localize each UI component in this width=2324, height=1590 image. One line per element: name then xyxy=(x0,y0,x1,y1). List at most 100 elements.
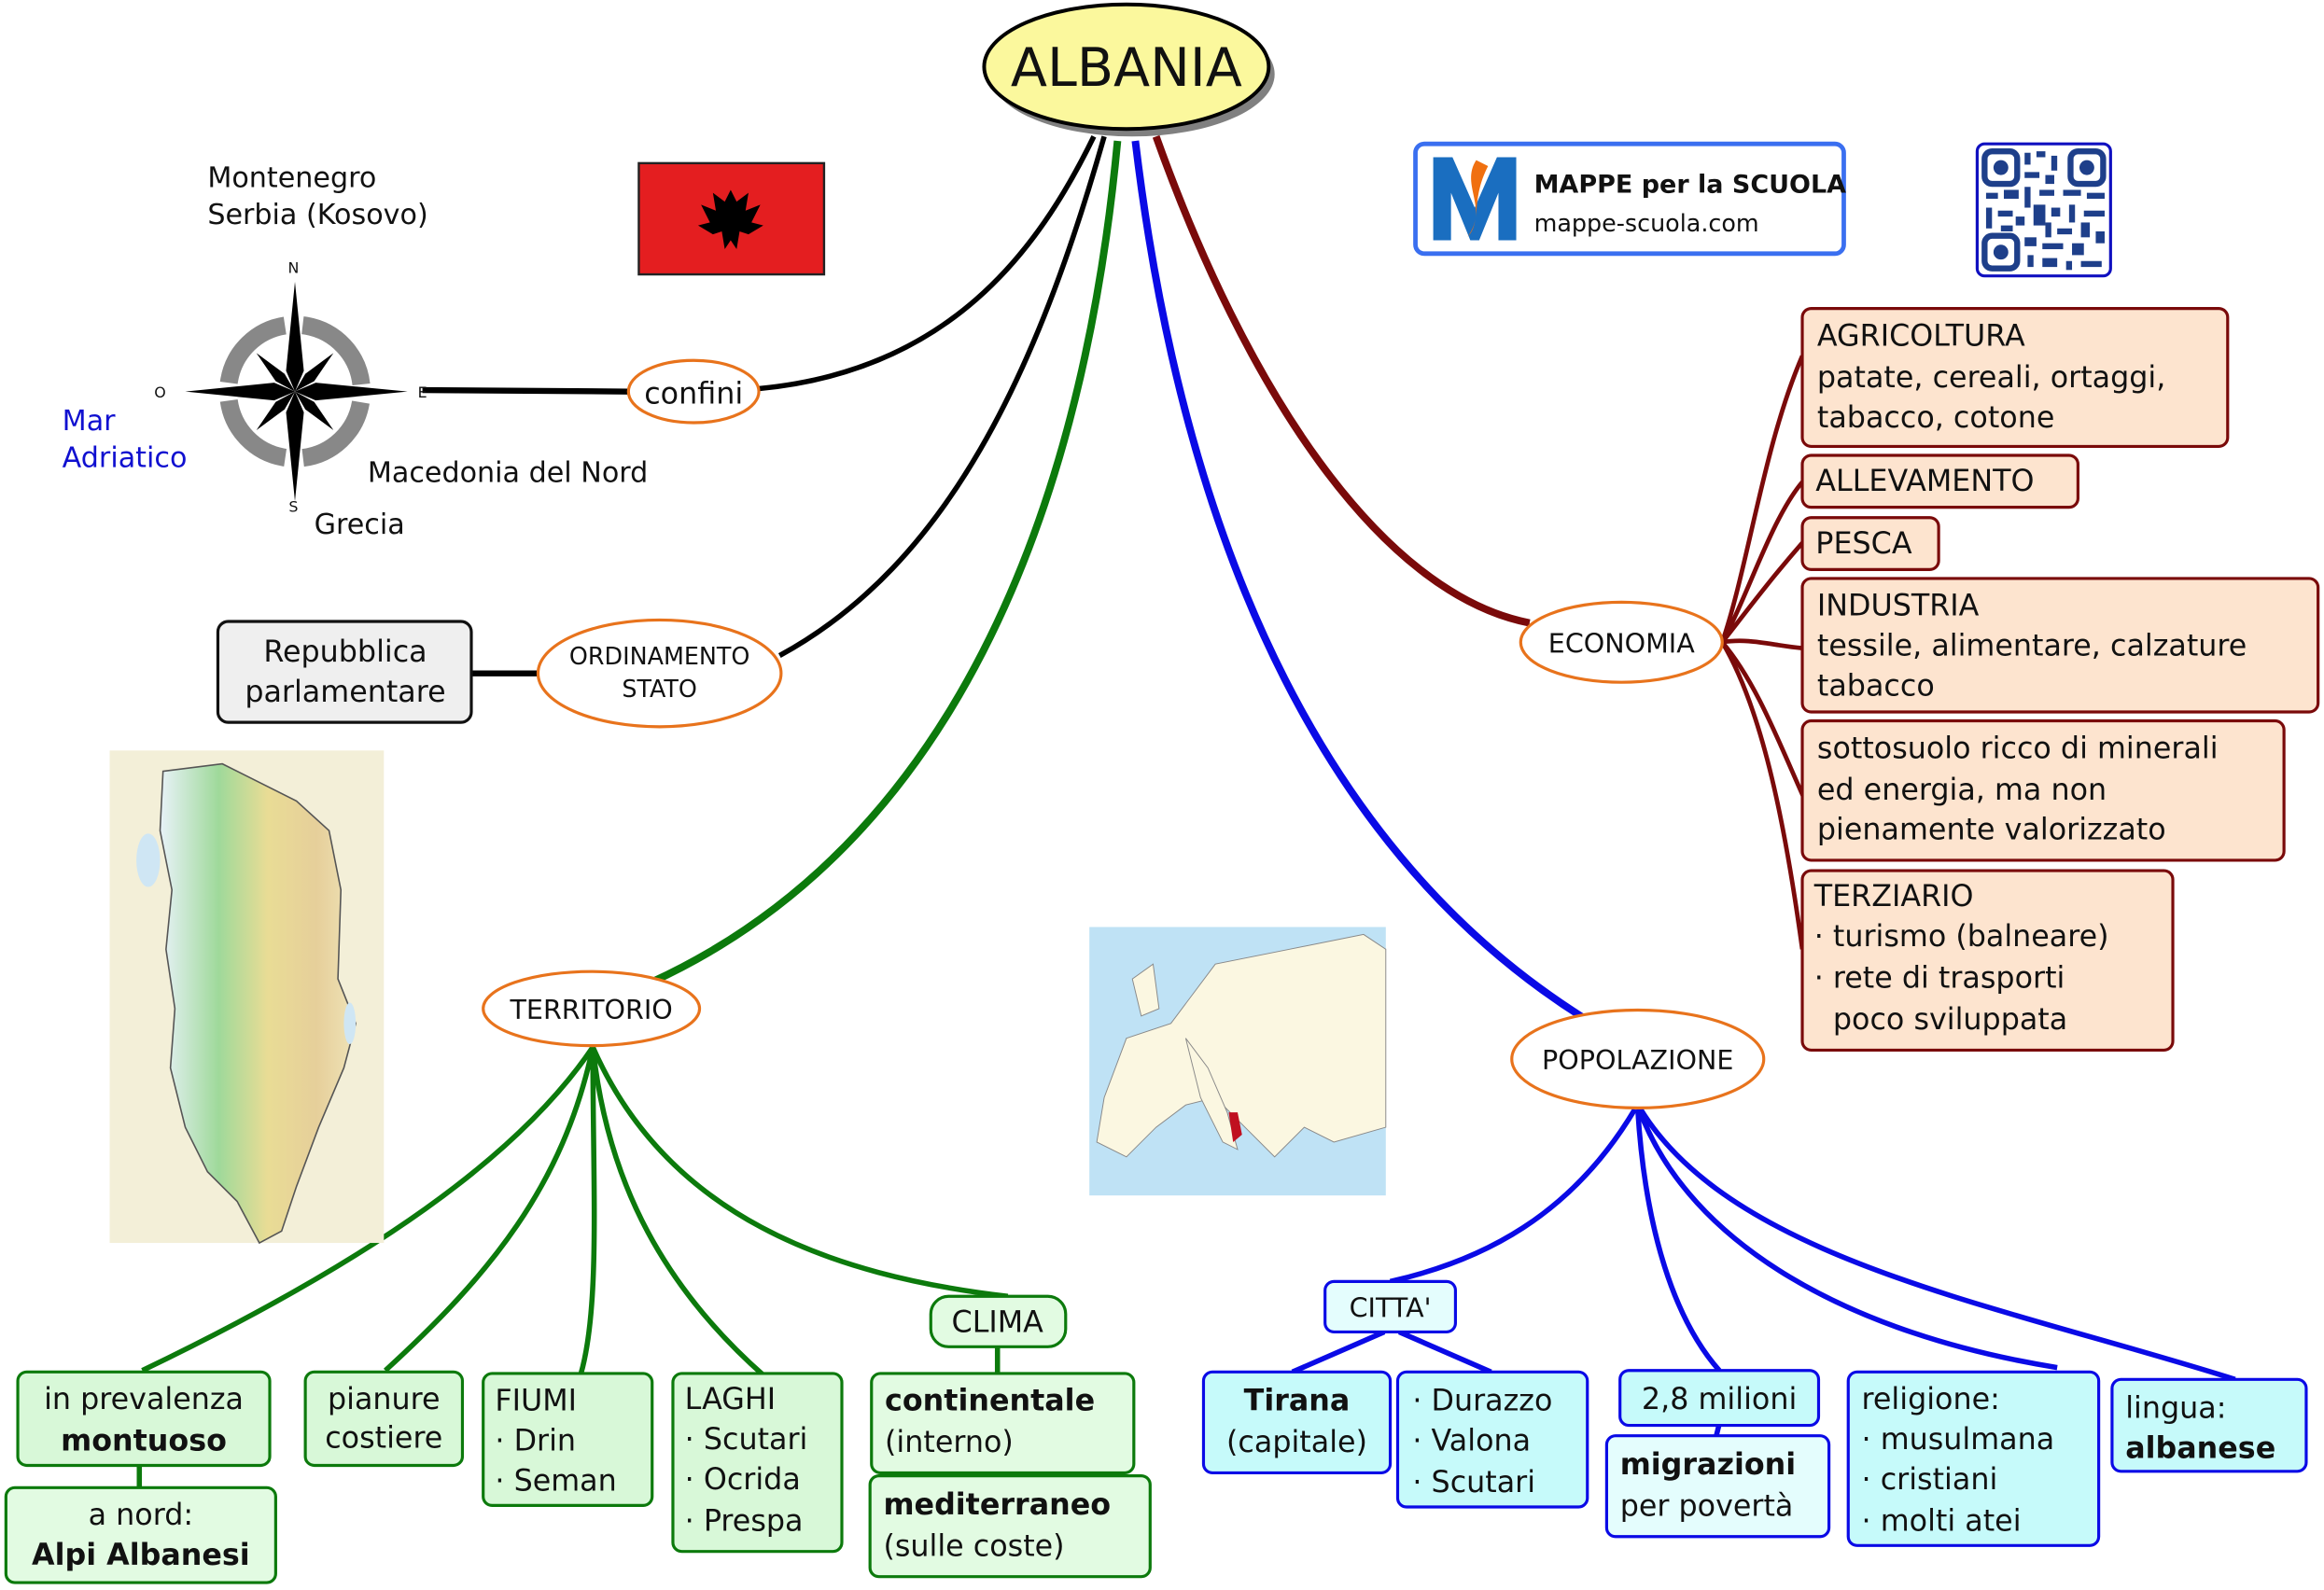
branch-fiumi xyxy=(578,1047,597,1374)
node-sottosuolo[interactable]: sottosuolo ricco di minerali ed energia,… xyxy=(1800,718,2286,862)
branch-citta xyxy=(1389,1108,1637,1285)
mediterraneo-note: (sulle coste) xyxy=(883,1529,1064,1563)
node-economia[interactable]: ECONOMIA xyxy=(1519,600,1724,684)
europe-locator-map xyxy=(1089,927,1387,1196)
citta-item: · Valona xyxy=(1412,1425,1531,1458)
logo-m-icon xyxy=(1433,157,1517,241)
lingua-bold: albanese xyxy=(2125,1432,2275,1466)
alpi-line2: Alpi Albanesi xyxy=(32,1539,250,1572)
citta-item: · Durazzo xyxy=(1412,1385,1552,1418)
border-west-1: Mar xyxy=(63,405,116,438)
religione-item: · musulmana xyxy=(1862,1423,2055,1457)
node-ordinamento-stato[interactable]: ORDINAMENTO STATO xyxy=(536,618,783,729)
node-confini[interactable]: confini xyxy=(626,358,761,425)
abitanti-value: 2,8 milioni xyxy=(1642,1383,1797,1416)
fiumi-item: · Drin xyxy=(495,1425,576,1458)
fiumi-item: · Seman xyxy=(495,1464,616,1498)
eagle-icon xyxy=(697,189,763,250)
logo-url[interactable]: mappe-scuola.com xyxy=(1534,209,1759,237)
branch-allevamento xyxy=(1720,481,1804,644)
migrazioni-bold: migrazioni xyxy=(1620,1448,1796,1482)
clima-label: CLIMA xyxy=(952,1305,1044,1339)
continentale-note: (interno) xyxy=(885,1426,1014,1459)
root-node[interactable]: ALBANIA xyxy=(982,2,1275,137)
citta-label: CITTA' xyxy=(1350,1292,1432,1324)
node-pesca[interactable]: PESCA xyxy=(1800,516,1940,571)
branch-abitanti xyxy=(1634,1109,1722,1373)
agricoltura-title: AGRICOLTURA xyxy=(1817,319,2025,353)
border-east: Macedonia del Nord xyxy=(368,457,648,490)
religione-item: · molti atei xyxy=(1862,1504,2022,1538)
confini-label: confini xyxy=(644,377,743,411)
mappe-scuola-logo[interactable]: MAPPE per la SCUOLA mappe-scuola.com xyxy=(1413,141,1847,257)
node-laghi[interactable]: LAGHI · Scutari · Ocrida · Prespa xyxy=(671,1372,844,1554)
branch-confini xyxy=(758,135,1097,392)
territorio-label: TERRITORIO xyxy=(509,994,672,1025)
sottosuolo-line: sottosuolo ricco di minerali xyxy=(1817,732,2219,765)
node-pianure-costiere[interactable]: pianure costiere xyxy=(303,1370,465,1468)
terziario-line: poco sviluppata xyxy=(1814,1003,2068,1037)
ordinamento-label-2: STATO xyxy=(622,675,697,703)
node-lingua[interactable]: lingua: albanese xyxy=(2110,1377,2308,1473)
branch-clima xyxy=(590,1046,1009,1300)
montuoso-line2: montuoso xyxy=(61,1425,227,1458)
node-clima-continentale[interactable]: continentale (interno) xyxy=(870,1372,1136,1475)
branch-confini-compass xyxy=(422,386,630,395)
branch-agricoltura xyxy=(1720,355,1805,644)
node-alpi-albanesi[interactable]: a nord: Alpi Albanesi xyxy=(4,1485,277,1584)
node-agricoltura[interactable]: AGRICOLTURA patate, cereali, ortaggi, ta… xyxy=(1800,307,2230,449)
branch-popolazione xyxy=(1131,140,1586,1021)
node-religione[interactable]: religione: · musulmana · cristiani · mol… xyxy=(1846,1370,2101,1547)
node-migrazioni[interactable]: migrazioni per povertà xyxy=(1604,1434,1831,1539)
religione-title: religione: xyxy=(1862,1383,2000,1416)
sottosuolo-line: pienamente valorizzato xyxy=(1817,814,2166,847)
laghi-item: · Ocrida xyxy=(685,1463,801,1497)
branch-lingua xyxy=(1638,1108,2236,1382)
border-south: Grecia xyxy=(315,509,405,541)
branch-terziario xyxy=(1720,641,1805,950)
industria-line: tessile, alimentare, calzature xyxy=(1817,630,2247,663)
terziario-line: · rete di trasporti xyxy=(1814,962,2065,996)
compass-rose-icon: N S E O xyxy=(154,258,427,515)
branch-ordinamento xyxy=(777,135,1107,659)
qr-code-icon[interactable] xyxy=(1975,142,2112,278)
citta-item: · Scutari xyxy=(1412,1466,1535,1499)
node-abitanti[interactable]: 2,8 milioni xyxy=(1618,1369,1821,1428)
branch-laghi xyxy=(590,1046,767,1379)
branch-altre-citta xyxy=(1397,1329,1492,1374)
node-allevamento[interactable]: ALLEVAMENTO xyxy=(1800,453,2079,509)
economia-label: ECONOMIA xyxy=(1548,627,1695,659)
pesca-label: PESCA xyxy=(1815,527,1912,561)
node-terziario[interactable]: TERZIARIO · turismo (balneare) · rete di… xyxy=(1800,869,2175,1052)
lingua-title: lingua: xyxy=(2125,1392,2226,1426)
agricoltura-line: patate, cereali, ortaggi, xyxy=(1817,361,2165,395)
albania-relief-map xyxy=(109,750,385,1245)
node-repubblica-parlamentare[interactable]: Repubblica parlamentare xyxy=(216,620,473,724)
node-fiumi[interactable]: FIUMI · Drin · Seman xyxy=(482,1372,654,1507)
alpi-line1: a nord: xyxy=(89,1499,193,1532)
compass-n: N xyxy=(287,258,299,276)
node-clima-mediterraneo[interactable]: mediterraneo (sulle coste) xyxy=(868,1474,1152,1579)
node-citta[interactable]: CITTA' xyxy=(1323,1279,1458,1334)
pianure-line2: costiere xyxy=(325,1421,442,1455)
branch-pesca xyxy=(1720,541,1804,644)
node-altre-citta[interactable]: · Durazzo · Valona · Scutari xyxy=(1395,1370,1589,1509)
node-tirana[interactable]: Tirana (capitale) xyxy=(1201,1370,1393,1475)
agricoltura-line: tabacco, cotone xyxy=(1817,401,2054,435)
node-montuoso[interactable]: in prevalenza montuoso xyxy=(16,1370,272,1468)
ordinamento-label-1: ORDINAMENTO xyxy=(569,642,749,670)
node-clima[interactable]: CLIMA xyxy=(929,1294,1068,1348)
compass-e: E xyxy=(418,384,427,401)
ordinamento-value-1: Repubblica xyxy=(263,635,427,669)
ordinamento-value-2: parlamentare xyxy=(245,676,445,709)
branch-economia xyxy=(1152,134,1531,627)
tirana-bold: Tirana xyxy=(1244,1385,1351,1418)
pianure-line1: pianure xyxy=(328,1383,441,1416)
node-industria[interactable]: INDUSTRIA tessile, alimentare, calzature… xyxy=(1800,577,2320,714)
sottosuolo-line: ed energia, ma non xyxy=(1817,774,2107,807)
mediterraneo-bold: mediterraneo xyxy=(883,1488,1111,1522)
node-territorio[interactable]: TERRITORIO xyxy=(482,969,702,1048)
logo-title: MAPPE per la SCUOLA xyxy=(1534,171,1847,200)
node-popolazione[interactable]: POPOLAZIONE xyxy=(1510,1008,1766,1109)
tirana-note: (capitale) xyxy=(1226,1426,1367,1459)
